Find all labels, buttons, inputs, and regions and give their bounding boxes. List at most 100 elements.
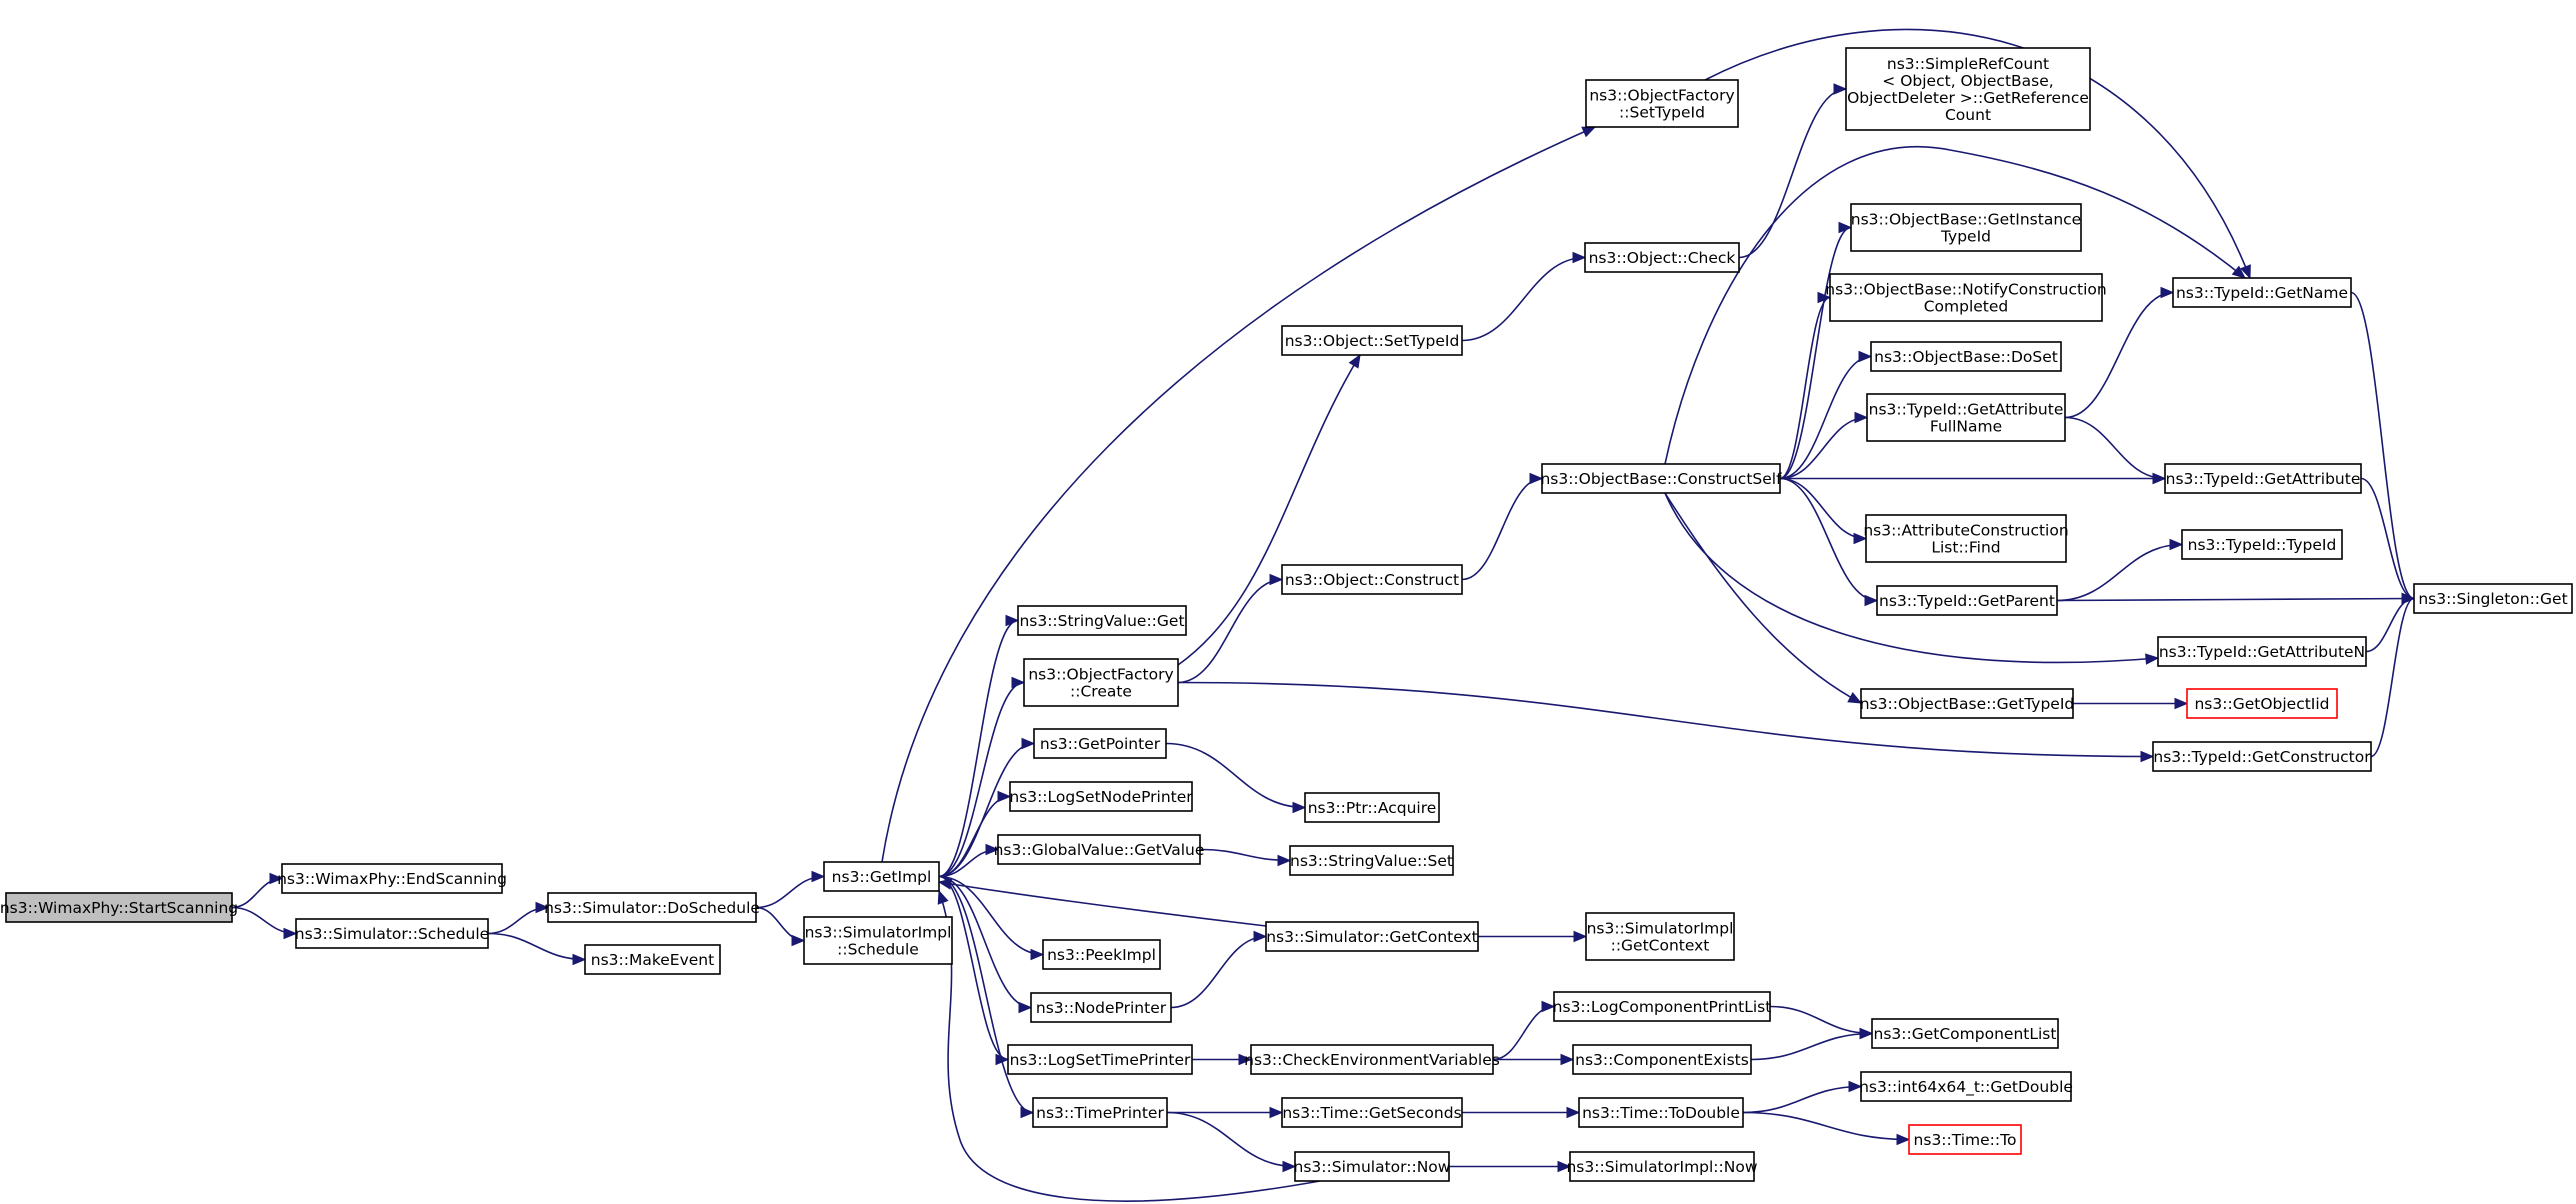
node-ofsettypeid[interactable]: ns3::ObjectFactory::SetTypeId: [1585, 79, 1739, 128]
node-stringset[interactable]: ns3::StringValue::Set: [1289, 845, 1454, 876]
node-box[interactable]: [1876, 585, 2058, 616]
node-box[interactable]: [2152, 741, 2372, 772]
node-box[interactable]: [1845, 47, 2091, 131]
node-simimplgetcontext[interactable]: ns3::SimulatorImpl::GetContext: [1585, 912, 1735, 961]
node-box[interactable]: [1585, 912, 1735, 961]
node-logsetnode[interactable]: ns3::LogSetNodePrinter: [1009, 781, 1193, 812]
node-compexists[interactable]: ns3::ComponentExists: [1572, 1044, 1752, 1075]
node-box[interactable]: [1865, 514, 2067, 563]
node-notifyconstruction[interactable]: ns3::ObjectBase::NotifyConstructionCompl…: [1825, 273, 2107, 322]
node-makeevent[interactable]: ns3::MakeEvent: [584, 944, 721, 975]
node-box[interactable]: [5, 892, 233, 923]
node-int64getdouble[interactable]: ns3::int64x64_t::GetDouble: [1859, 1071, 2073, 1102]
node-box[interactable]: [1033, 728, 1167, 759]
node-getpointer[interactable]: ns3::GetPointer: [1033, 728, 1167, 759]
node-start[interactable]: ns3::WimaxPhy::StartScanning: [0, 892, 238, 923]
node-timeprinter[interactable]: ns3::TimePrinter: [1032, 1097, 1168, 1128]
node-peekimpl[interactable]: ns3::PeekImpl: [1042, 939, 1161, 970]
node-doset[interactable]: ns3::ObjectBase::DoSet: [1870, 341, 2062, 372]
node-ptracquire[interactable]: ns3::Ptr::Acquire: [1304, 792, 1440, 823]
node-box[interactable]: [1871, 1018, 2059, 1049]
node-timeto[interactable]: ns3::Time::To: [1908, 1124, 2022, 1155]
node-box[interactable]: [1553, 991, 1771, 1022]
node-box[interactable]: [2181, 529, 2343, 560]
node-nodeprinter[interactable]: ns3::NodePrinter: [1030, 992, 1172, 1023]
node-box[interactable]: [1870, 341, 2062, 372]
node-box[interactable]: [295, 918, 489, 949]
node-timegetseconds[interactable]: ns3::Time::GetSeconds: [1281, 1097, 1463, 1128]
node-box[interactable]: [803, 916, 953, 965]
node-obgettypeid[interactable]: ns3::ObjectBase::GetTypeId: [1860, 688, 2075, 719]
node-box[interactable]: [1860, 688, 2074, 719]
node-box[interactable]: [1541, 463, 1781, 494]
node-box[interactable]: [584, 944, 721, 975]
node-box[interactable]: [1569, 1151, 1755, 1182]
node-box[interactable]: [2186, 688, 2338, 719]
node-box[interactable]: [1030, 992, 1172, 1023]
node-getcomponentlist[interactable]: ns3::GetComponentList: [1871, 1018, 2059, 1049]
node-objcheck[interactable]: ns3::Object::Check: [1584, 242, 1740, 273]
node-box[interactable]: [1281, 564, 1463, 595]
node-box[interactable]: [1584, 242, 1740, 273]
node-box[interactable]: [1572, 1044, 1752, 1075]
node-box[interactable]: [2157, 636, 2367, 667]
node-getparent[interactable]: ns3::TypeId::GetParent: [1876, 585, 2058, 616]
node-ofcreate[interactable]: ns3::ObjectFactory::Create: [1023, 658, 1179, 707]
node-schedule[interactable]: ns3::Simulator::Schedule: [295, 918, 489, 949]
node-box[interactable]: [1265, 921, 1479, 952]
node-typeidgetattribute[interactable]: ns3::TypeId::GetAttribute: [2164, 463, 2362, 494]
node-box[interactable]: [547, 892, 757, 923]
node-logcompprint[interactable]: ns3::LogComponentPrintList: [1553, 991, 1772, 1022]
node-simimplschedule[interactable]: ns3::SimulatorImpl::Schedule: [803, 916, 953, 965]
node-box[interactable]: [1304, 792, 1440, 823]
node-box[interactable]: [997, 834, 1201, 865]
node-gvgetvalue[interactable]: ns3::GlobalValue::GetValue: [994, 834, 1205, 865]
node-objconstruct[interactable]: ns3::Object::Construct: [1281, 564, 1463, 595]
node-box[interactable]: [1250, 1044, 1494, 1075]
node-typeidtypeid[interactable]: ns3::TypeId::TypeId: [2181, 529, 2343, 560]
node-box[interactable]: [281, 863, 503, 894]
node-box[interactable]: [1281, 325, 1463, 356]
node-stringget[interactable]: ns3::StringValue::Get: [1017, 605, 1187, 636]
node-box[interactable]: [1585, 79, 1739, 128]
node-typeidgetattributen[interactable]: ns3::TypeId::GetAttributeN: [2157, 636, 2367, 667]
node-box[interactable]: [1866, 393, 2066, 442]
node-box[interactable]: [1829, 273, 2103, 322]
node-box[interactable]: [1032, 1097, 1168, 1128]
node-box[interactable]: [2413, 583, 2573, 614]
node-typeidgetconstructor[interactable]: ns3::TypeId::GetConstructor: [2152, 741, 2372, 772]
node-simplerefcount[interactable]: ns3::SimpleRefCount< Object, ObjectBase,…: [1845, 47, 2091, 131]
node-box[interactable]: [1850, 203, 2082, 252]
node-box[interactable]: [1294, 1151, 1450, 1182]
node-logsettime[interactable]: ns3::LogSetTimePrinter: [1007, 1044, 1193, 1075]
node-singletonget[interactable]: ns3::Singleton::Get: [2413, 583, 2573, 614]
node-box[interactable]: [1017, 605, 1187, 636]
node-box[interactable]: [1860, 1071, 2072, 1102]
node-box[interactable]: [1023, 658, 1179, 707]
node-box[interactable]: [1578, 1097, 1744, 1128]
node-doschedule[interactable]: ns3::Simulator::DoSchedule: [544, 892, 760, 923]
node-box[interactable]: [2164, 463, 2362, 494]
node-getobjectiid[interactable]: ns3::GetObjectIid: [2186, 688, 2338, 719]
node-constructself[interactable]: ns3::ObjectBase::ConstructSelf: [1540, 463, 1782, 494]
node-box[interactable]: [1281, 1097, 1463, 1128]
node-box[interactable]: [2172, 277, 2352, 308]
node-box[interactable]: [1009, 781, 1193, 812]
node-objsettypeid[interactable]: ns3::Object::SetTypeId: [1281, 325, 1463, 356]
node-checkenv[interactable]: ns3::CheckEnvironmentVariables: [1244, 1044, 1500, 1075]
node-simimplnow[interactable]: ns3::SimulatorImpl::Now: [1566, 1151, 1758, 1182]
node-box[interactable]: [823, 861, 940, 892]
node-box[interactable]: [1908, 1124, 2022, 1155]
node-timetodouble[interactable]: ns3::Time::ToDouble: [1578, 1097, 1744, 1128]
node-simnow[interactable]: ns3::Simulator::Now: [1294, 1151, 1451, 1182]
node-box[interactable]: [1289, 845, 1454, 876]
node-simgetcontext[interactable]: ns3::Simulator::GetContext: [1265, 921, 1479, 952]
node-box[interactable]: [1007, 1044, 1193, 1075]
node-getimpl[interactable]: ns3::GetImpl: [823, 861, 940, 892]
node-box[interactable]: [1042, 939, 1161, 970]
node-endscan[interactable]: ns3::WimaxPhy::EndScanning: [277, 863, 507, 894]
node-typeidgetname[interactable]: ns3::TypeId::GetName: [2172, 277, 2352, 308]
